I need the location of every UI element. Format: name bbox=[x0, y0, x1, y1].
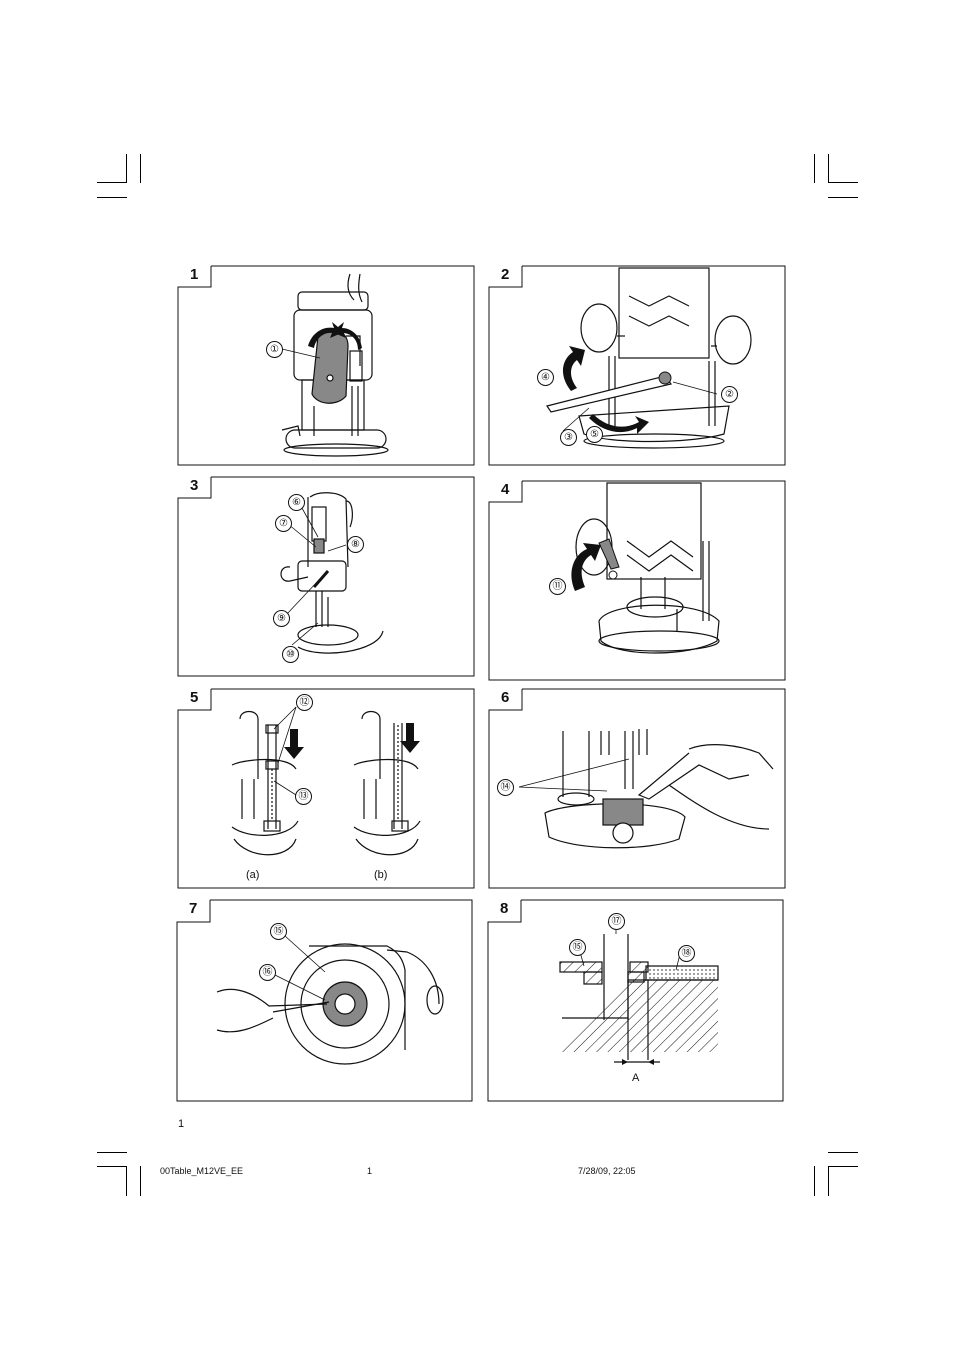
crop-mark bbox=[97, 1152, 127, 1153]
callout-12: ⑫ bbox=[296, 694, 313, 711]
callout-16: ⑯ bbox=[259, 964, 276, 981]
footer-page: 1 bbox=[367, 1166, 373, 1176]
sublabel-a: (a) bbox=[246, 869, 260, 881]
figure-7-panel: 7 ⑮ ⑯ bbox=[176, 899, 473, 1102]
callout-14: ⑭ bbox=[497, 779, 514, 796]
callout-2: ② bbox=[721, 386, 738, 403]
crop-mark bbox=[97, 1166, 127, 1167]
crop-mark bbox=[126, 154, 127, 183]
router-front-illustration bbox=[281, 273, 389, 457]
dimension-label: A bbox=[632, 1072, 640, 1084]
crop-mark bbox=[97, 197, 127, 198]
figure-5-panel: 5 bbox=[177, 688, 475, 889]
crop-mark bbox=[126, 1166, 127, 1196]
crop-mark bbox=[140, 1166, 141, 1196]
figure-number: 1 bbox=[190, 266, 199, 283]
callout-11: ⑪ bbox=[549, 578, 566, 595]
figure-number: 7 bbox=[189, 900, 198, 917]
lock-lever-illustration bbox=[571, 482, 720, 654]
stopper-block-illustration bbox=[518, 729, 774, 849]
figure-2-panel: 2 ④ ② ③ ⑤ bbox=[488, 265, 786, 466]
figure-8-panel: 8 ⑰ ⑮ bbox=[487, 899, 784, 1102]
crop-mark bbox=[828, 1152, 858, 1153]
callout-3: ③ bbox=[560, 429, 577, 446]
callout-15: ⑮ bbox=[270, 923, 287, 940]
figure-number: 8 bbox=[500, 900, 509, 917]
crop-mark bbox=[828, 1166, 829, 1196]
depth-screws-illustration bbox=[231, 706, 421, 856]
callout-13: ⑬ bbox=[295, 788, 312, 805]
callout-6: ⑥ bbox=[288, 494, 305, 511]
callout-9: ⑨ bbox=[273, 610, 290, 627]
sublabel-b: (b) bbox=[374, 869, 388, 881]
figure-number: 4 bbox=[501, 481, 510, 498]
callout-8: ⑧ bbox=[347, 536, 364, 553]
crop-mark bbox=[828, 197, 858, 198]
figure-3-panel: 3 ⑥ ⑦ ⑧ ⑨ ⑩ bbox=[177, 476, 475, 677]
figure-number: 2 bbox=[501, 266, 510, 283]
callout-5: ⑤ bbox=[586, 426, 603, 443]
figure-6-panel: 6 ⑭ bbox=[488, 688, 786, 889]
crop-mark bbox=[828, 182, 858, 183]
callout-1: ① bbox=[266, 341, 283, 358]
callout-4: ④ bbox=[537, 369, 554, 386]
crop-mark bbox=[828, 154, 829, 183]
footer-filename: 00Table_M12VE_EE bbox=[160, 1166, 244, 1176]
footer-timestamp: 7/28/09, 22:05 bbox=[578, 1166, 636, 1176]
callout-15: ⑮ bbox=[569, 939, 586, 956]
callout-10: ⑩ bbox=[282, 646, 299, 663]
figure-4-panel: 4 ⑪ bbox=[488, 480, 786, 681]
callout-7: ⑦ bbox=[275, 515, 292, 532]
crop-mark bbox=[814, 154, 815, 183]
figure-number: 3 bbox=[190, 477, 199, 494]
figure-number: 6 bbox=[501, 689, 510, 706]
crop-mark bbox=[828, 1166, 858, 1167]
figure-number: 5 bbox=[190, 689, 199, 706]
callout-17: ⑰ bbox=[608, 913, 625, 930]
crop-mark bbox=[814, 1166, 815, 1196]
router-collet-wrench-illustration bbox=[546, 267, 752, 449]
cross-section-illustration bbox=[559, 926, 719, 1065]
figure-1-panel: 1 ① bbox=[177, 265, 475, 466]
callout-18: ⑱ bbox=[678, 945, 695, 962]
crop-mark bbox=[97, 182, 127, 183]
crop-mark bbox=[140, 154, 141, 183]
template-guide-illustration bbox=[216, 935, 444, 1065]
page-number: 1 bbox=[178, 1118, 185, 1130]
depth-stop-illustration bbox=[280, 492, 384, 654]
